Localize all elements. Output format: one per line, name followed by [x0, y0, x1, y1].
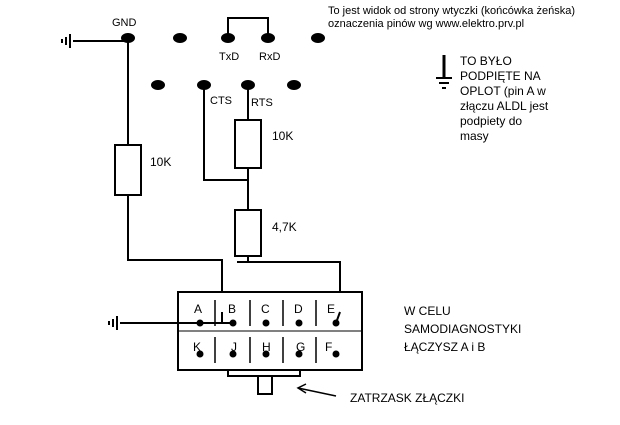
latch-label: ZATRZASK ZŁĄCZKI: [350, 391, 464, 405]
label-txd: TxD: [219, 51, 239, 63]
purpose-note-line: SAMODIAGNOSTYKI: [404, 322, 521, 336]
connector-pin-k: [196, 350, 204, 358]
pin-dot: [311, 33, 325, 43]
label-r3: 4,7K: [272, 220, 297, 234]
wire: [127, 195, 223, 312]
purpose-note-line: ŁĄCZYSZ A i B: [404, 340, 485, 354]
ground-note-line: podpiety do: [460, 114, 522, 128]
connector-pin-h: [262, 350, 270, 358]
pin-dot: [173, 33, 187, 43]
pin-label-h: H: [262, 340, 271, 354]
connector-pin-j: [229, 350, 237, 358]
resistor-r1: [114, 144, 142, 196]
pin-label-f: F: [325, 340, 332, 354]
label-cts: CTS: [210, 95, 232, 107]
ground-note-line: OPLOT (pin A w: [460, 84, 546, 98]
pin-label-c: C: [261, 302, 270, 316]
ground-note-line: PODPIĘTE NA: [460, 69, 541, 83]
purpose-note-line: W CELU: [404, 304, 451, 318]
header-line-2: oznaczenia pinów wg www.elektro.prv.pl: [328, 18, 524, 30]
pin-label-j: J: [231, 340, 237, 354]
wire: [247, 256, 341, 312]
pin-dot: [151, 80, 165, 90]
label-rxd: RxD: [259, 51, 280, 63]
resistor-r3: [234, 209, 262, 257]
header-line-1: To jest widok od strony wtyczki (końcówk…: [328, 5, 575, 17]
wire: [203, 85, 248, 181]
txd-rxd-bridge: [227, 17, 269, 38]
pin-label-d: D: [294, 302, 303, 316]
pin-dot: [287, 80, 301, 90]
pin-label-g: G: [296, 340, 305, 354]
arrow-head-icon: [296, 383, 307, 394]
label-rts: RTS: [251, 97, 273, 109]
connector-pin-g: [295, 350, 303, 358]
resistor-r2: [234, 119, 262, 169]
connector-pin-d: [295, 319, 303, 327]
ground-note-line: masy: [460, 129, 489, 143]
pin-label-e: E: [327, 302, 335, 316]
label-r2: 10K: [272, 129, 293, 143]
label-r1: 10K: [150, 155, 171, 169]
connector-latch: [257, 375, 273, 395]
pin-label-k: K: [193, 340, 201, 354]
label-gnd: GND: [112, 17, 137, 29]
pin-label-a: A: [194, 302, 202, 316]
latch-arrow: [297, 387, 337, 397]
ground-note-line: TO BYŁO: [460, 54, 512, 68]
pin-label-b: B: [228, 302, 236, 316]
wire: [335, 311, 341, 324]
ground-note-line: złączu ALDL jest: [460, 99, 549, 113]
connector-pin-f: [332, 350, 340, 358]
connector-pin-c: [262, 319, 270, 327]
